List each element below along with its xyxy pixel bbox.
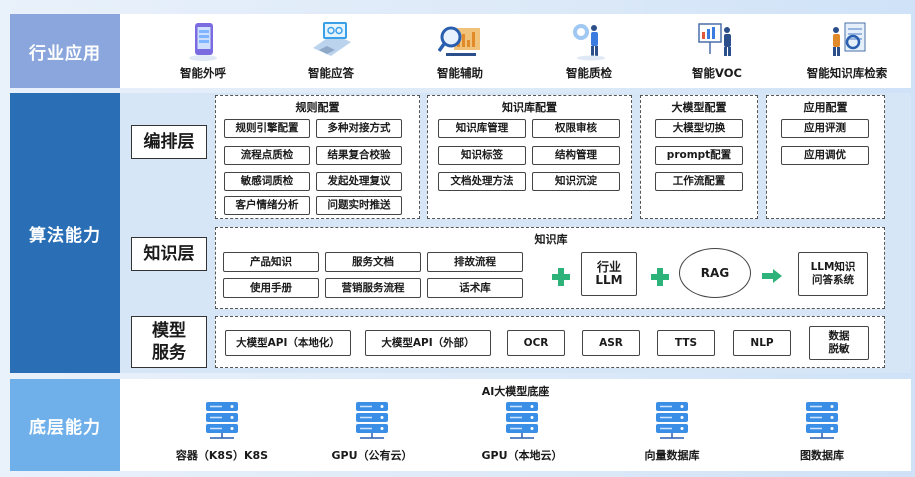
llm-config-item: prompt配置 <box>655 146 743 165</box>
rule-item: 客户情绪分析 <box>224 196 310 215</box>
app-smart-qc: 智能质检 <box>529 20 649 84</box>
base-item-vector-db: 向量数据库 <box>607 400 737 463</box>
app-label: 智能知识库检索 <box>806 66 888 80</box>
model-service-item: 大模型API（外部） <box>365 330 491 356</box>
layer-model-service: 模型 服务 <box>131 316 207 368</box>
model-service-item: ASR <box>582 330 640 356</box>
knowledge-item: 排故流程 <box>427 252 523 272</box>
rule-item: 流程点质检 <box>224 146 310 165</box>
kb-config-item: 知识标签 <box>438 146 526 165</box>
kb-config-item: 文档处理方法 <box>438 172 526 191</box>
kb-config-title: 知识库配置 <box>502 101 557 114</box>
kb-config-item: 结构管理 <box>532 146 620 165</box>
base-item-label: GPU（本地云） <box>481 449 563 462</box>
app-label: 智能质检 <box>566 66 612 80</box>
layer-knowledge: 知识层 <box>131 237 207 271</box>
llm-config-item: 工作流配置 <box>655 172 743 191</box>
base-item-label: 向量数据库 <box>644 449 700 462</box>
app-smart-answer: 智能应答 <box>271 20 391 84</box>
magnifier-chart-icon <box>437 20 482 62</box>
rule-item: 多种对接方式 <box>316 119 402 138</box>
base-item-container: 容器（K8S）K8S <box>157 400 287 463</box>
rule-item: 发起处理复议 <box>316 172 402 191</box>
band-algorithm-label: 算法能力 <box>10 93 120 373</box>
chat-computer-icon <box>309 20 353 62</box>
app-label: 智能应答 <box>308 66 354 80</box>
knowledge-base-box: 知识库 产品知识 服务文档 排故流程 使用手册 营销服务流程 话术库 行业 LL… <box>215 227 885 309</box>
knowledge-search-icon <box>825 20 869 62</box>
model-service-item: 大模型API（本地化） <box>225 330 351 356</box>
model-service-item: OCR <box>507 330 565 356</box>
rules-config-box: 规则配置 规则引擎配置 多种对接方式 流程点质检 结果复合校验 敏感词质检 发起… <box>215 95 420 219</box>
app-label: 智能辅助 <box>437 66 483 80</box>
server-icon <box>352 400 392 440</box>
band-base-label: 底层能力 <box>10 379 120 471</box>
plus-icon <box>651 268 669 286</box>
band-industry-label: 行业应用 <box>10 14 120 88</box>
quality-check-icon <box>567 20 611 62</box>
knowledge-item: 话术库 <box>427 278 523 298</box>
base-title: AI大模型底座 <box>481 385 550 398</box>
server-icon <box>802 400 842 440</box>
app-config-box: 应用配置 应用评测 应用调优 <box>766 95 885 219</box>
rules-config-title: 规则配置 <box>295 101 340 114</box>
rule-item: 问题实时推送 <box>316 196 402 215</box>
rule-item: 敏感词质检 <box>224 172 310 191</box>
industry-panel <box>120 14 911 88</box>
knowledge-item: 服务文档 <box>325 252 421 272</box>
base-item-gpu-local: GPU（本地云） <box>457 400 587 463</box>
llm-config-title: 大模型配置 <box>671 101 727 114</box>
presentation-board-icon <box>695 20 739 62</box>
base-item-label: GPU（公有云） <box>331 449 413 462</box>
industry-llm-box: 行业 LLM <box>581 252 637 296</box>
knowledge-item: 使用手册 <box>223 278 319 298</box>
rag-ellipse: RAG <box>679 248 751 298</box>
llm-qa-system-box: LLM知识 问答系统 <box>798 252 868 296</box>
base-item-gpu-public: GPU（公有云） <box>307 400 437 463</box>
server-icon <box>502 400 542 440</box>
kb-config-item: 知识沉淀 <box>532 172 620 191</box>
kb-config-item: 权限审核 <box>532 119 620 138</box>
app-label: 智能VOC <box>692 66 742 80</box>
kb-config-item: 知识库管理 <box>438 119 526 138</box>
server-icon <box>202 400 242 440</box>
base-item-label: 图数据库 <box>800 449 844 462</box>
phone-icon <box>181 20 225 62</box>
model-service-item: NLP <box>733 330 791 356</box>
kb-config-box: 知识库配置 知识库管理 权限审核 知识标签 结构管理 文档处理方法 知识沉淀 <box>427 95 632 219</box>
model-service-item: TTS <box>657 330 715 356</box>
base-item-label: 容器（K8S）K8S <box>175 449 269 462</box>
llm-config-box: 大模型配置 大模型切换 prompt配置 工作流配置 <box>640 95 758 219</box>
server-icon <box>652 400 692 440</box>
app-config-item: 应用调优 <box>781 146 869 165</box>
plus-icon <box>552 268 570 286</box>
app-smart-voc: 智能VOC <box>657 20 777 84</box>
model-services-box: 大模型API（本地化） 大模型API（外部） OCR ASR TTS NLP 数… <box>215 316 885 368</box>
app-config-title: 应用配置 <box>803 101 848 114</box>
app-smart-assist: 智能辅助 <box>400 20 520 84</box>
llm-config-item: 大模型切换 <box>655 119 743 138</box>
base-item-graph-db: 图数据库 <box>757 400 887 463</box>
knowledge-base-title: 知识库 <box>534 233 568 246</box>
rule-item: 结果复合校验 <box>316 146 402 165</box>
layer-orchestration: 编排层 <box>131 125 207 159</box>
rule-item: 规则引擎配置 <box>224 119 310 138</box>
model-service-item: 数据 脱敏 <box>809 326 869 360</box>
app-smart-kb-search: 智能知识库检索 <box>787 20 907 84</box>
app-smart-call: 智能外呼 <box>143 20 263 84</box>
arrow-right-icon <box>762 269 782 283</box>
app-label: 智能外呼 <box>180 66 226 80</box>
knowledge-item: 产品知识 <box>223 252 319 272</box>
app-config-item: 应用评测 <box>781 119 869 138</box>
knowledge-item: 营销服务流程 <box>325 278 421 298</box>
